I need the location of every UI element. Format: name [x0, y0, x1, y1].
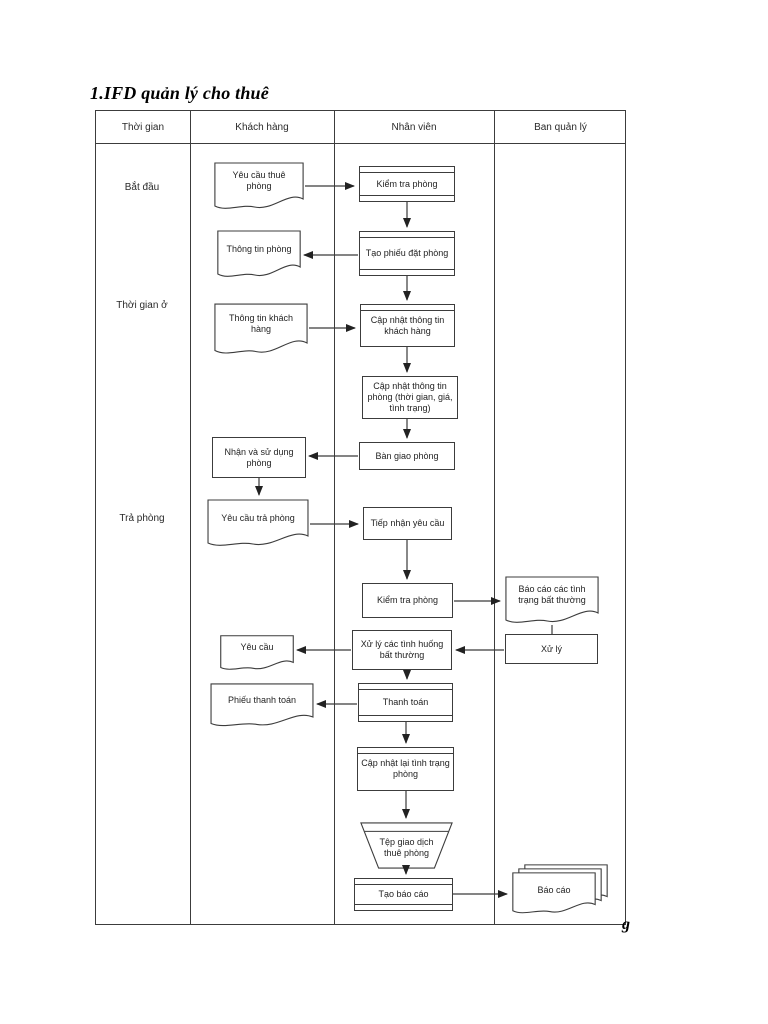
process-kiem-tra-phong-1: Kiểm tra phòng — [359, 166, 455, 202]
process-tiep-nhan-yeu-cau: Tiếp nhận yêu cầu — [363, 507, 452, 540]
lane-divider-2 — [334, 111, 335, 924]
process-cap-nhat-thong-tin-phong: Cập nhật thông tin phòng (thời gian, giá… — [362, 376, 458, 419]
document-stack-front-icon — [512, 872, 596, 916]
lane-header-khach-hang: Khách hàng — [235, 121, 289, 133]
lane-header-ban-quan-ly: Ban quản lý — [534, 121, 587, 133]
process-xu-ly: Xử lý — [505, 634, 598, 664]
phase-tra-phong: Trả phòng — [119, 513, 165, 524]
process-nhan-va-su-dung-phong: Nhận và sử dụng phòng — [212, 437, 306, 478]
trapezoid-shape-icon — [360, 822, 453, 869]
document-bao-cao-cac-tinh-trang-bat-thuong: Báo cáo các tình trạng bất thường — [505, 576, 599, 626]
datastore-tep-giao-dich-thue-phong: Tệp giao dịch thuê phòng — [360, 822, 453, 869]
phase-thoi-gian-o: Thời gian ở — [116, 300, 168, 311]
document-shape-icon — [505, 576, 599, 626]
header-separator — [96, 143, 625, 144]
process-tao-bao-cao: Tạo báo cáo — [354, 878, 453, 911]
document-yeu-cau-tra-phong: Yêu cầu trả phòng — [207, 499, 309, 549]
document-shape-icon — [210, 683, 314, 729]
document-shape-icon — [207, 499, 309, 549]
process-kiem-tra-phong-2: Kiểm tra phòng — [362, 583, 453, 618]
document-thong-tin-khach-hang: Thông tin khách hàng — [214, 303, 308, 357]
process-cap-nhat-lai-tinh-trang-phong: Cập nhật lại tình trạng phòng — [357, 747, 454, 791]
process-ban-giao-phong: Bàn giao phòng — [359, 442, 455, 470]
document-shape-icon — [220, 635, 294, 672]
multi-document-bao-cao: Báo cáo — [512, 864, 608, 918]
page-title: 1.IFD quản lý cho thuê — [90, 83, 269, 103]
process-tao-phieu-dat-phong: Tạo phiếu đặt phòng — [359, 231, 455, 276]
lane-header-thoi-gian: Thời gian — [121, 121, 165, 133]
document-shape-icon — [214, 162, 304, 212]
phase-bat-dau: Bắt đầu — [124, 182, 160, 193]
process-cap-nhat-thong-tin-khach-hang: Cập nhật thông tin khách hàng — [360, 304, 455, 347]
lane-divider-3 — [494, 111, 495, 924]
document-yeu-cau-thue-phong: Yêu cầu thuê phòng — [214, 162, 304, 212]
stray-character: g — [622, 916, 630, 933]
process-xu-ly-cac-tinh-huong-bat-thuong: Xử lý các tình huống bất thường — [352, 630, 452, 670]
document-shape-icon — [214, 303, 308, 357]
process-thanh-toan: Thanh toán — [358, 683, 453, 722]
lane-header-nhan-vien: Nhân viên — [391, 121, 437, 133]
document-thong-tin-phong: Thông tin phòng — [217, 230, 301, 280]
document-phieu-thanh-toan: Phiếu thanh toán — [210, 683, 314, 729]
document-shape-icon — [217, 230, 301, 280]
document-yeu-cau: Yêu cầu — [220, 635, 294, 672]
lane-divider-1 — [190, 111, 191, 924]
